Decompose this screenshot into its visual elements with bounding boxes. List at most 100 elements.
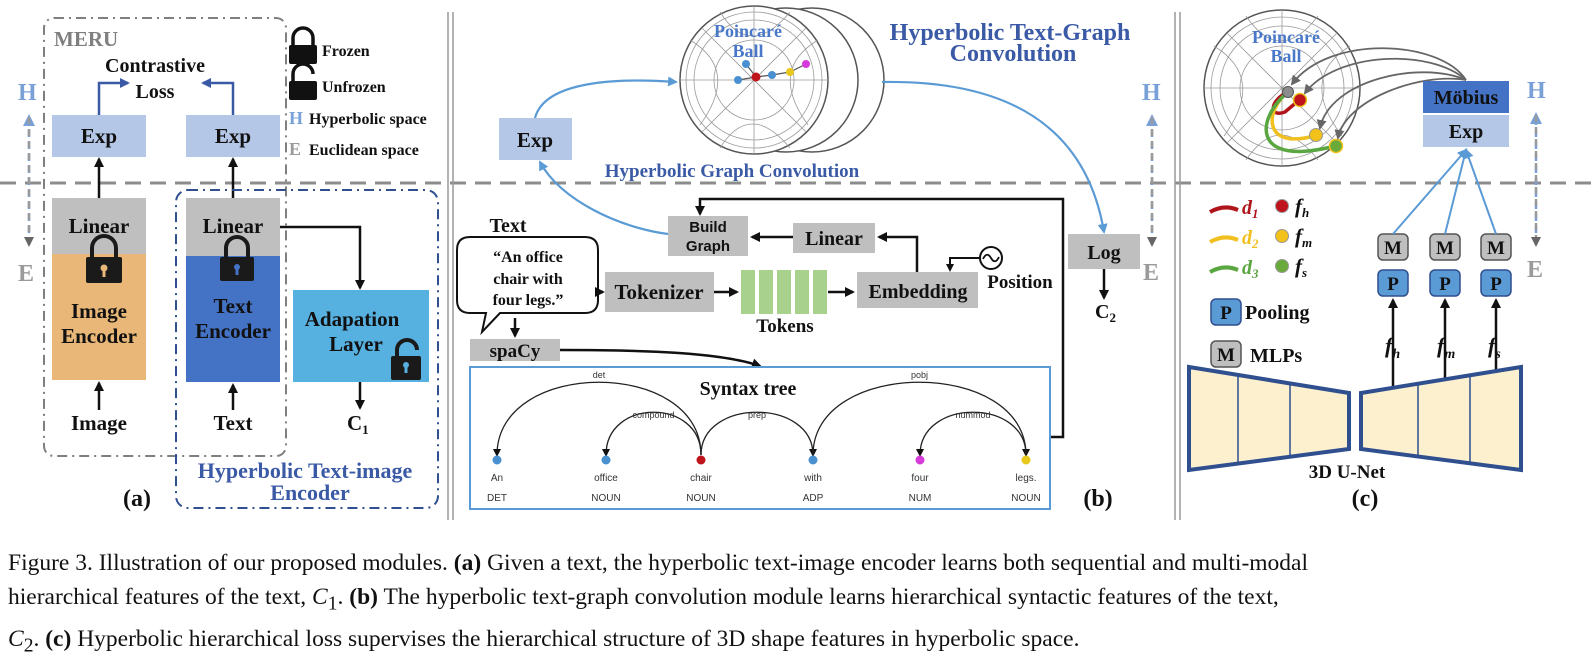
syntax-word: chair [690, 473, 712, 484]
pool-letter: P [1387, 274, 1399, 295]
syntax-word: office [594, 473, 618, 484]
distance-label: d1 [1242, 197, 1259, 221]
hgc-label: Hyperbolic Graph Convolution [605, 161, 860, 182]
caption-b-tag: (b) [349, 584, 378, 610]
pool-letter: P [1439, 274, 1451, 295]
legend-euclidean: Euclidean space [309, 142, 419, 159]
caption-a-tag: (a) [453, 550, 482, 576]
hierarchy-geodesics [1264, 86, 1344, 154]
arrow-position-embedding [946, 257, 980, 272]
arrow-syntax-build [695, 197, 1065, 439]
caption-c1-sub: 1 [327, 593, 338, 615]
syntax-tag: NUM [909, 493, 932, 504]
feature-dot-swatch [1275, 199, 1289, 213]
legend-unfrozen: Unfrozen [322, 79, 386, 96]
log-box [1068, 234, 1140, 269]
syntax-tag: NOUN [686, 493, 715, 504]
poincare-label-line2-b: Ball [732, 41, 763, 61]
exp-right-label: Exp [215, 124, 251, 148]
mlp-to-exp-arrow [1444, 148, 1469, 235]
exp-label-c: Exp [1449, 121, 1483, 143]
panel-b: Poincaré Ball Hyperbolic Text-Graph Conv… [456, 5, 1161, 512]
pooling-legend-box [1210, 298, 1242, 326]
syntax-node-dot [601, 455, 611, 465]
tokens-label: Tokens [756, 316, 813, 337]
feature-label: fs [1295, 254, 1307, 280]
figure-caption: Figure 3. Illustration of our proposed m… [8, 546, 1588, 663]
mobius-label: Möbius [1434, 87, 1499, 109]
exp-box-right [186, 115, 280, 157]
syntax-node-dot [1021, 455, 1031, 465]
mlps-legend-box [1210, 340, 1242, 368]
panel-c-label: (c) [1352, 486, 1379, 512]
arrow-exp-to-ball [533, 76, 678, 119]
output-c1: C1 [347, 411, 369, 437]
quote-line2: chair with [493, 271, 563, 288]
mlp-to-exp-arrow [1392, 148, 1468, 235]
axis-e-a: E [18, 261, 34, 287]
tokens-blocks [741, 270, 827, 314]
pool-box [1429, 269, 1461, 297]
caption-a-text: Given a text, the hyperbolic text-image … [481, 550, 1309, 576]
caption-line-1: Figure 3. Illustration of our proposed m… [8, 546, 1588, 580]
syntax-tag: DET [487, 493, 507, 504]
distance-label: d2 [1242, 227, 1259, 251]
arrow-build-to-exp [539, 160, 669, 236]
build-graph-line2: Graph [686, 238, 730, 255]
dependency-arc [700, 411, 817, 457]
build-graph-box [668, 216, 748, 256]
quote-line1: “An office [493, 249, 563, 266]
legend-h-letter: H [289, 108, 303, 128]
syntax-words: AnDETofficeNOUNchairNOUNwithADPfourNUMle… [487, 455, 1041, 504]
mlp-letter: M [1436, 238, 1454, 259]
mlp-letter: M [1487, 238, 1505, 259]
arrow-spacy-syntax [559, 348, 762, 369]
pooling-legend-label: Pooling [1245, 302, 1309, 324]
adaptation-line2: Layer [329, 332, 383, 356]
distance-line-swatch [1209, 265, 1239, 274]
exp-box-left [52, 115, 146, 157]
text-bubble [456, 236, 599, 336]
feature-name-label: fm [1437, 333, 1455, 362]
panel-a-label: (a) [123, 486, 151, 512]
hgc-title-line2: Convolution [950, 41, 1077, 67]
dependency-label: nummod [955, 410, 990, 420]
feature-dot-swatch [1275, 229, 1289, 243]
feature-label: fm [1295, 224, 1312, 250]
mlps-legend-label: MLPs [1250, 345, 1302, 367]
syntax-node-dot [492, 455, 502, 465]
lock-icon [220, 235, 254, 281]
embedding-box [857, 272, 978, 308]
arrow-ball-to-log [881, 80, 1108, 234]
dependency-arc [812, 381, 1030, 457]
mlps-legend-letter: M [1217, 345, 1235, 366]
pool-box [1377, 269, 1409, 297]
axis-e-b: E [1143, 260, 1159, 286]
dependency-label: prep [748, 410, 766, 420]
poincare-label-line1-b: Poincaré [714, 21, 782, 41]
distance-label: d3 [1242, 257, 1259, 281]
text-input-label-b: Text [489, 215, 526, 237]
syntax-word: An [491, 473, 503, 484]
unet-label: 3D U-Net [1309, 462, 1386, 483]
linear-right-label: Linear [203, 214, 264, 238]
dependency-label: det [593, 370, 606, 380]
exp-box-b [499, 118, 572, 160]
ball-graph [734, 60, 810, 84]
caption-c2: C [8, 625, 24, 652]
caption-c-text: Hyperbolic hierarchical loss supervises … [71, 625, 1080, 652]
caption-c-tag: (c) [45, 625, 72, 652]
axis-e-c: E [1527, 257, 1543, 283]
hgc-title-line1: Hyperbolic Text-Graph [890, 20, 1131, 46]
contrastive-loss-line2: Loss [136, 81, 175, 103]
syntax-tree-title: Syntax tree [700, 378, 797, 400]
syntax-tag: ADP [803, 493, 824, 504]
panel-b-label: (b) [1083, 486, 1112, 512]
legend-hyperbolic: Hyperbolic space [309, 111, 427, 128]
pooling-legend-letter: P [1220, 303, 1232, 324]
loss-arrow-right [201, 78, 235, 115]
axis-h-c: H [1527, 78, 1546, 104]
embedding-label: Embedding [869, 281, 968, 303]
